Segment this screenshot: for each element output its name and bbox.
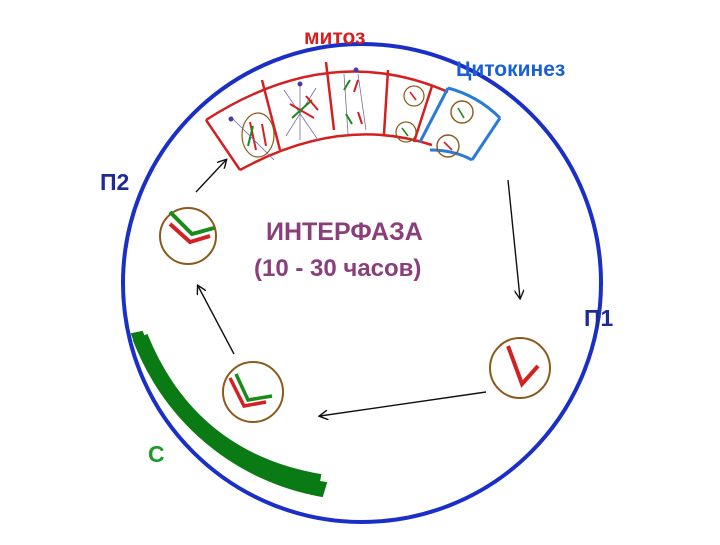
- cytokinesis-frame: [418, 86, 502, 162]
- arrow-to-g2: [198, 286, 235, 355]
- cell-g2-icon: [159, 207, 217, 265]
- arrow-to-mitosis: [195, 160, 226, 193]
- interphase-duration: (10 - 30 часов): [254, 255, 421, 282]
- mitosis-frame: [204, 61, 449, 172]
- cycle-ring: [121, 42, 603, 524]
- s-phase-band: [132, 333, 322, 490]
- arrow-to-g1: [507, 179, 520, 298]
- g2-label: П2: [100, 169, 129, 195]
- cytokinesis-stage-icon: [436, 100, 474, 158]
- g1-label: П1: [584, 305, 614, 331]
- cell-g1-icon: [489, 337, 551, 399]
- arrow-to-s: [320, 391, 487, 416]
- cytokinesis-label: Цитокинез: [456, 58, 565, 81]
- interphase-title: ИНТЕРФАЗА: [266, 218, 423, 246]
- mitosis-stage-icon: [228, 67, 425, 161]
- cell-s-icon: [222, 361, 284, 423]
- s-label: С: [148, 441, 165, 467]
- mitosis-label: митоз: [304, 26, 365, 49]
